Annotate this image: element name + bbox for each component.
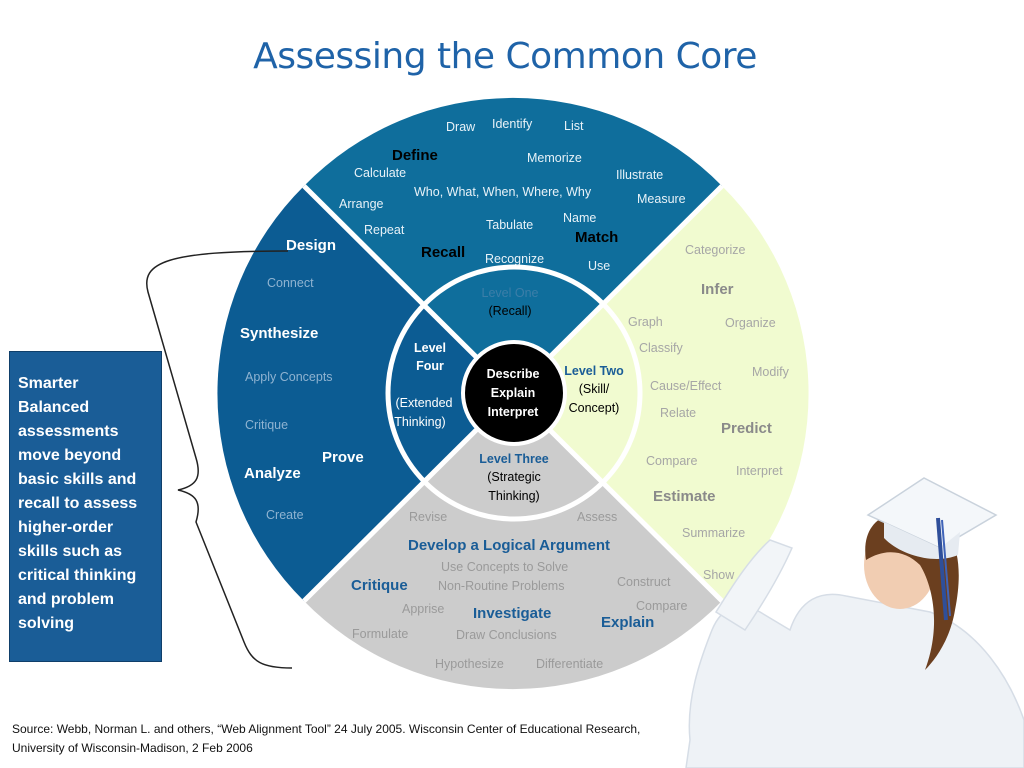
level-two-title: Level Two: [564, 364, 624, 378]
word-infer: Infer: [701, 281, 734, 298]
callout-box: Smarter Balanced assessments move beyond…: [9, 351, 162, 662]
word-name: Name: [563, 211, 596, 225]
word-memorize: Memorize: [527, 151, 582, 165]
level-one-title: Level One: [482, 286, 539, 300]
word-design: Design: [286, 237, 336, 254]
word-predict: Predict: [721, 420, 772, 437]
word-graph: Graph: [628, 315, 663, 329]
word-modify: Modify: [752, 365, 790, 379]
word-prove: Prove: [322, 449, 364, 466]
level-four-sub2: Thinking): [394, 415, 445, 429]
center-describe: Describe: [487, 367, 540, 381]
word-define: Define: [392, 147, 438, 164]
word-investigate: Investigate: [473, 605, 551, 622]
word-illustrate: Illustrate: [616, 168, 663, 182]
word-calculate: Calculate: [354, 166, 406, 180]
word-use: Use: [588, 259, 610, 273]
word-summarize: Summarize: [682, 526, 745, 540]
level-four-title1: Level: [414, 341, 446, 355]
curly-brace: [146, 250, 293, 669]
word-classify: Classify: [639, 341, 684, 355]
word-differentiate: Differentiate: [536, 657, 603, 671]
word-estimate: Estimate: [653, 488, 716, 505]
word-analyze: Analyze: [244, 465, 301, 482]
word-connect: Connect: [267, 276, 314, 290]
word-compare-strategic: Compare: [636, 599, 687, 613]
word-match: Match: [575, 229, 618, 246]
word-draw: Draw: [446, 120, 476, 134]
word-formulate: Formulate: [352, 627, 408, 641]
graduate-illustration: [685, 477, 1024, 768]
word-recognize: Recognize: [485, 252, 544, 266]
word-list: List: [564, 119, 584, 133]
word-show: Show: [703, 568, 735, 582]
extended-quadrant: [217, 186, 514, 601]
recall-quadrant: [304, 97, 722, 393]
inner-ring: [385, 264, 643, 522]
tassel: [936, 517, 948, 621]
level-four-sub1: (Extended: [396, 396, 453, 410]
raised-arm: [714, 539, 794, 632]
word-cause-effect: Cause/Effect: [650, 379, 722, 393]
word-assess: Assess: [577, 510, 617, 524]
source-citation: Source: Webb, Norman L. and others, “Web…: [12, 722, 641, 755]
level-four-title2: Four: [416, 359, 444, 373]
word-arrange: Arrange: [339, 197, 384, 211]
word-critique-strategic: Critique: [351, 577, 408, 594]
word-synthesize: Synthesize: [240, 325, 318, 342]
level-two-sub1: (Skill/: [579, 382, 610, 396]
center-disc: [461, 340, 567, 446]
skill-quadrant: [514, 186, 809, 601]
word-create: Create: [266, 508, 304, 522]
word-who-what: Who, What, When, Where, Why: [414, 185, 592, 199]
word-organize: Organize: [725, 316, 776, 330]
tassel: [941, 519, 951, 617]
word-recall: Recall: [421, 244, 465, 261]
center-explain: Explain: [491, 386, 535, 400]
word-draw-conclusions: Draw Conclusions: [456, 628, 557, 642]
word-apply-concepts: Apply Concepts: [245, 370, 333, 384]
level-two-sub2: Concept): [569, 401, 620, 415]
level-three-title: Level Three: [479, 452, 549, 466]
word-hypothesize: Hypothesize: [435, 657, 504, 671]
word-critique-extended: Critique: [245, 418, 288, 432]
word-explain: Explain: [601, 614, 654, 631]
word-measure: Measure: [637, 192, 686, 206]
word-apprise: Apprise: [402, 602, 444, 616]
word-compare: Compare: [646, 454, 697, 468]
word-categorize: Categorize: [685, 243, 745, 257]
word-repeat: Repeat: [364, 223, 405, 237]
level-one-sub: (Recall): [488, 304, 531, 318]
word-identify: Identify: [492, 117, 533, 131]
word-interpret: Interpret: [736, 464, 783, 478]
strategic-quadrant: [304, 393, 722, 690]
word-construct: Construct: [617, 575, 671, 589]
level-three-sub2: Thinking): [488, 489, 539, 503]
word-develop-argument: Develop a Logical Argument: [408, 537, 610, 554]
word-relate: Relate: [660, 406, 696, 420]
word-revise: Revise: [409, 510, 447, 524]
word-non-routine: Non-Routine Problems: [438, 579, 564, 593]
word-use-concepts: Use Concepts to Solve: [441, 560, 568, 574]
center-interpret: Interpret: [488, 405, 540, 419]
word-tabulate: Tabulate: [486, 218, 533, 232]
level-three-sub1: (Strategic: [487, 470, 541, 484]
page-title: Assessing the Common Core: [253, 36, 757, 77]
